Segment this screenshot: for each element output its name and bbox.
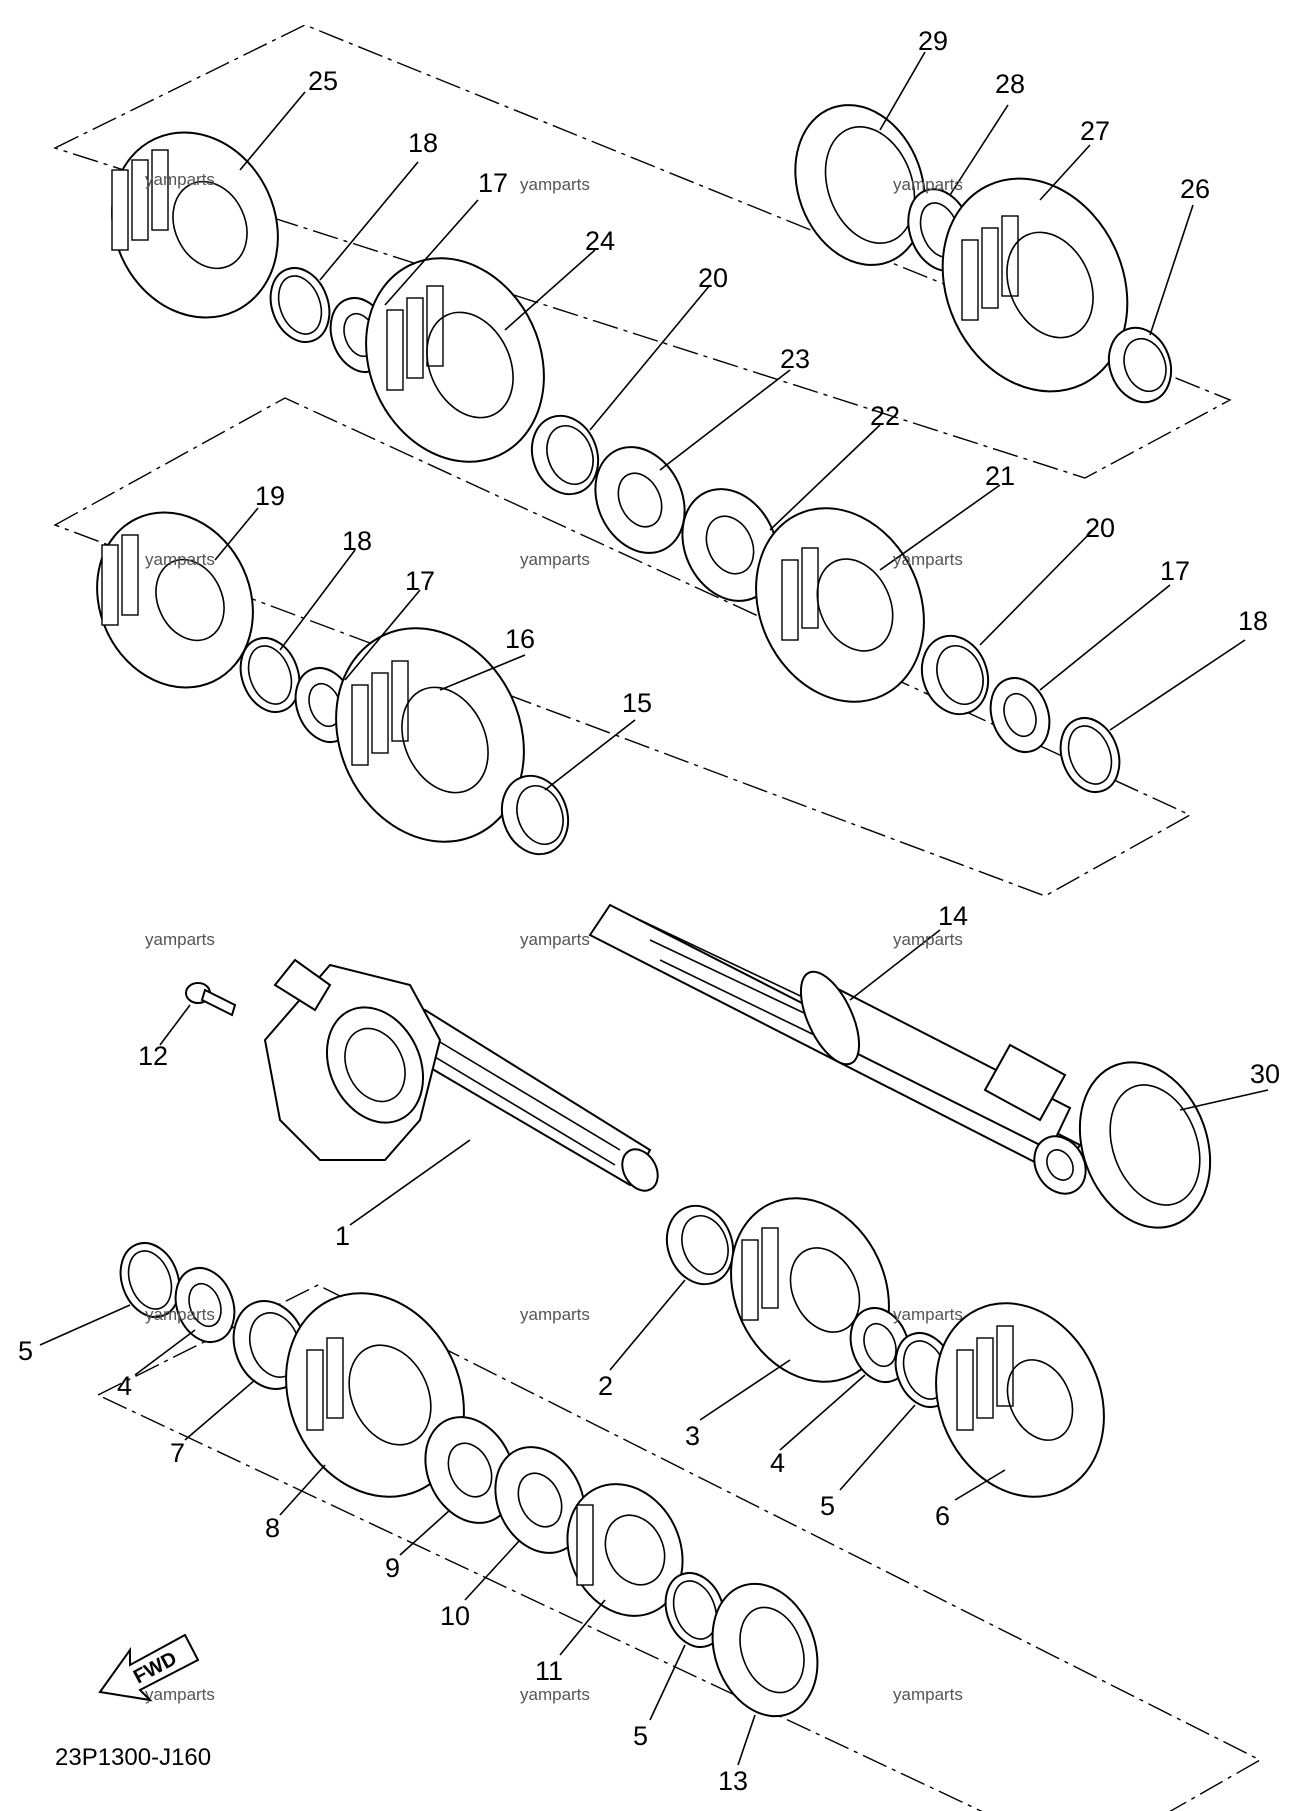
washer-part-17-right [989, 677, 1051, 753]
gear-part-21 [755, 507, 925, 703]
watermark: yamparts [145, 170, 215, 189]
upper-group-outline [53, 24, 1232, 479]
drive-axle-shaft [263, 958, 659, 1192]
callout-6: 6 [935, 1501, 950, 1531]
callout-30: 30 [1250, 1059, 1280, 1089]
callout-27: 27 [1080, 116, 1110, 146]
callout-26: 26 [1180, 174, 1210, 204]
watermark: yamparts [520, 930, 590, 949]
callout-9: 9 [385, 1553, 400, 1583]
callout-23: 23 [780, 344, 810, 374]
washer-part-23 [594, 446, 686, 554]
watermark: yamparts [520, 175, 590, 194]
callout-20-middle: 20 [1085, 513, 1115, 543]
bushing-part-15 [500, 774, 570, 856]
watermark: yamparts [520, 1685, 590, 1704]
circlip-part-18-right [1059, 717, 1121, 793]
bearing-part-30 [1078, 1061, 1212, 1229]
callout-11: 11 [535, 1656, 563, 1686]
callout-16: 16 [505, 624, 535, 654]
callout-labels: 25 18 17 24 20 23 22 21 29 28 27 26 19 1… [18, 26, 1280, 1796]
watermark: yamparts [145, 930, 215, 949]
callout-12: 12 [138, 1041, 168, 1071]
bearing-part-20-upper [530, 414, 600, 496]
watermark: yamparts [893, 930, 963, 949]
gear-part-19 [96, 511, 254, 689]
circlip-part-18-middle [239, 637, 301, 713]
callout-15: 15 [622, 688, 652, 718]
callout-29: 29 [918, 26, 948, 56]
callout-10: 10 [440, 1601, 470, 1631]
callout-4-right: 4 [770, 1448, 785, 1478]
callout-20-upper: 20 [698, 263, 728, 293]
callout-21: 21 [985, 461, 1015, 491]
washer-part-4-left [174, 1267, 236, 1343]
bearing-part-13 [711, 1582, 819, 1718]
gear-part-27 [941, 177, 1129, 393]
washer-part-9 [424, 1416, 516, 1524]
watermark: yamparts [145, 1685, 215, 1704]
callout-7: 7 [170, 1438, 185, 1468]
callout-8: 8 [265, 1513, 280, 1543]
leader-lines [39, 51, 1269, 1766]
gear-part-24 [365, 257, 545, 463]
callout-28: 28 [995, 69, 1025, 99]
callout-13: 13 [718, 1766, 748, 1796]
gear-part-16 [335, 627, 525, 843]
callout-5-bottom: 5 [633, 1721, 648, 1751]
callout-5-left: 5 [18, 1336, 33, 1366]
watermark: yamparts [893, 1305, 963, 1324]
gear-part-11 [566, 1483, 684, 1617]
main-axle-shaft [588, 903, 1087, 1195]
washer-part-22 [681, 488, 779, 602]
bushing-part-26 [1107, 326, 1173, 404]
bearing-part-29 [794, 104, 926, 266]
gear-part-3 [730, 1197, 890, 1383]
callout-14: 14 [938, 901, 968, 931]
watermark: yamparts [893, 1685, 963, 1704]
diagram-code: 23P1300-J160 [55, 1744, 211, 1771]
middle-group-outline [53, 397, 1192, 897]
callout-19: 19 [255, 481, 285, 511]
bolt-part-12 [185, 982, 237, 1017]
callout-18-right: 18 [1238, 606, 1268, 636]
callout-18-middle: 18 [342, 526, 372, 556]
bushing-part-2 [665, 1204, 735, 1286]
callout-5-right: 5 [820, 1491, 835, 1521]
callout-22: 22 [870, 401, 900, 431]
watermark: yamparts [893, 550, 963, 569]
circlip-part-18-upper [269, 267, 331, 343]
gear-part-8 [285, 1292, 465, 1498]
callout-4-left: 4 [117, 1371, 132, 1401]
callout-3: 3 [685, 1421, 700, 1451]
circlip-part-5-left [119, 1242, 181, 1318]
watermark: yamparts [145, 1305, 215, 1324]
callout-17-upper: 17 [478, 168, 508, 198]
watermark: yamparts [145, 550, 215, 569]
callout-24: 24 [585, 226, 615, 256]
gear-part-25 [111, 131, 279, 319]
watermark: yamparts [893, 175, 963, 194]
circlip-part-5-bottom [664, 1572, 726, 1648]
watermark: yamparts [520, 550, 590, 569]
watermark: yamparts [520, 1305, 590, 1324]
callout-1: 1 [335, 1221, 350, 1251]
callout-18-upper: 18 [408, 128, 438, 158]
watermarks: yamparts yamparts yamparts yamparts yamp… [145, 170, 963, 1704]
callout-2: 2 [598, 1371, 613, 1401]
callout-17-right: 17 [1160, 556, 1190, 586]
washer-part-10 [494, 1446, 586, 1554]
callout-25: 25 [308, 66, 338, 96]
bearing-part-20-middle [920, 634, 990, 716]
gear-part-6 [935, 1302, 1105, 1498]
callout-17-middle: 17 [405, 566, 435, 596]
